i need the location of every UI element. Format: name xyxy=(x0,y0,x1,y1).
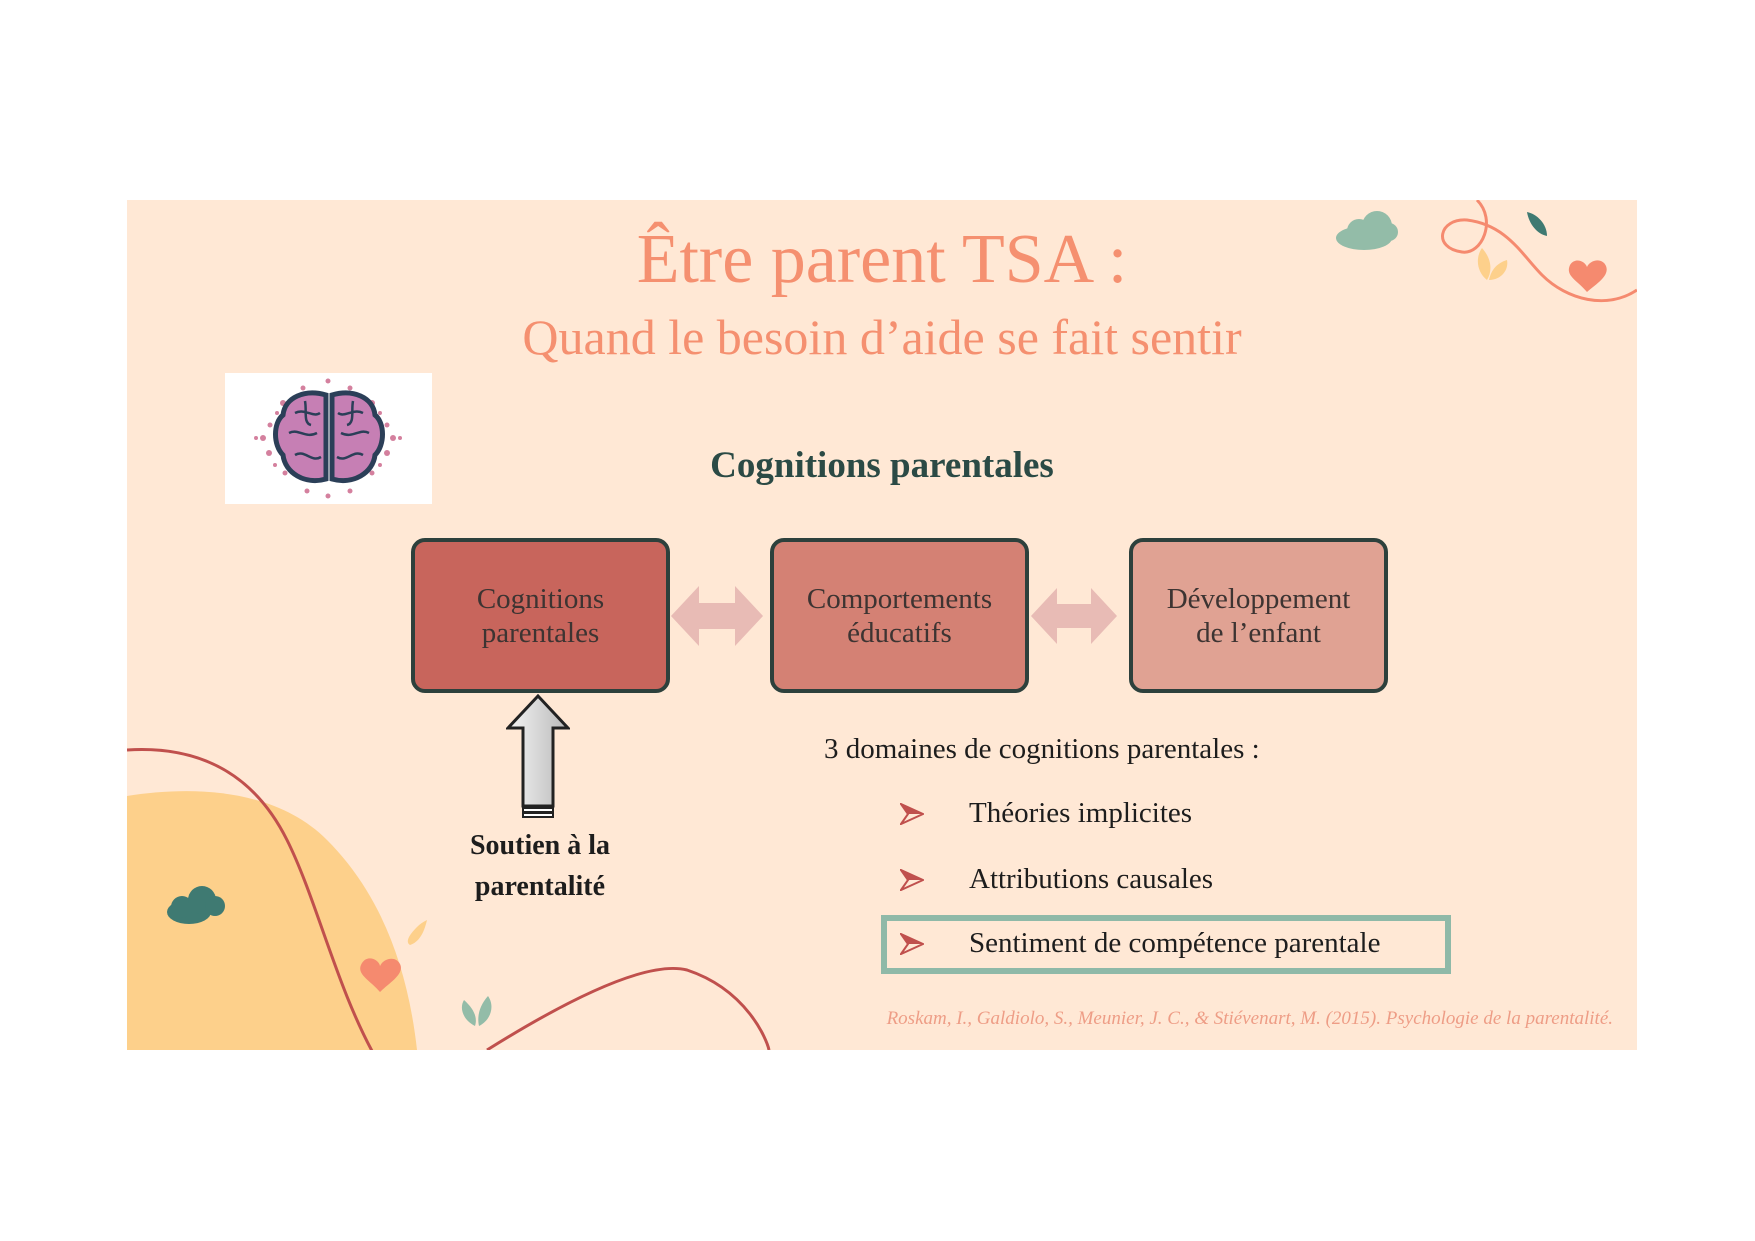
up-arrow-icon xyxy=(506,694,570,818)
curve-line-left xyxy=(127,748,374,1050)
support-label-line: Soutien à la xyxy=(469,830,611,861)
support-label: Soutien à la parentalité xyxy=(430,825,650,907)
curve-line-bottom xyxy=(486,967,771,1050)
support-label-line: parentalité xyxy=(474,871,606,902)
brain-image xyxy=(225,373,432,504)
box-label-line: Développement xyxy=(1166,582,1351,615)
domains-intro: 3 domaines de cognitions parentales : xyxy=(824,733,1260,765)
bullet-arrow-icon xyxy=(900,932,924,955)
leaf-icon xyxy=(461,996,492,1026)
box-label-line: éducatifs xyxy=(847,616,952,649)
slide-title: Être parent TSA : xyxy=(636,221,1128,298)
list-item: Théories implicites xyxy=(900,797,1192,830)
section-heading: Cognitions parentales xyxy=(710,445,1054,486)
decorative-background xyxy=(127,200,1637,1050)
slide: Être parent TSA : Quand le besoin d’aide… xyxy=(127,200,1637,1050)
leaf-icon xyxy=(407,920,427,945)
brain-icon xyxy=(254,378,402,499)
box-label-line: Comportements xyxy=(806,582,993,615)
box-cognitions-parentales: Cognitions parentales xyxy=(411,538,670,693)
bullet-arrow-icon xyxy=(900,802,924,825)
slide-subtitle: Quand le besoin d’aide se fait sentir xyxy=(522,309,1242,365)
heart-icon xyxy=(1568,260,1607,292)
leaf-icon xyxy=(1527,212,1547,236)
yellow-blob-shape xyxy=(127,791,417,1050)
double-arrow-icon xyxy=(671,586,763,646)
highlight-frame xyxy=(881,915,1451,974)
list-item-label: Théories implicites xyxy=(969,797,1193,829)
list-item-label: Attributions causales xyxy=(969,863,1214,895)
list-item: Attributions causales xyxy=(900,863,1213,896)
list-item: Sentiment de compétence parentale xyxy=(900,927,1380,960)
swirl-line xyxy=(1441,200,1637,303)
box-label-line: Cognitions xyxy=(476,582,605,615)
box-label-line: parentales xyxy=(481,616,600,649)
box-developpement-enfant: Développement de l’enfant xyxy=(1129,538,1388,693)
bullet-arrow-icon xyxy=(900,868,924,891)
box-comportements-educatifs: Comportements éducatifs xyxy=(770,538,1029,693)
leaf-icon xyxy=(1477,248,1508,280)
double-arrow-icon xyxy=(1031,588,1117,644)
cloud-icon xyxy=(167,886,225,924)
list-item-label: Sentiment de compétence parentale xyxy=(969,927,1381,959)
heart-icon xyxy=(360,958,401,992)
citation: Roskam, I., Galdiolo, S., Meunier, J. C.… xyxy=(886,1008,1613,1029)
cloud-icon xyxy=(1336,211,1398,250)
box-label-line: de l’enfant xyxy=(1196,616,1321,649)
